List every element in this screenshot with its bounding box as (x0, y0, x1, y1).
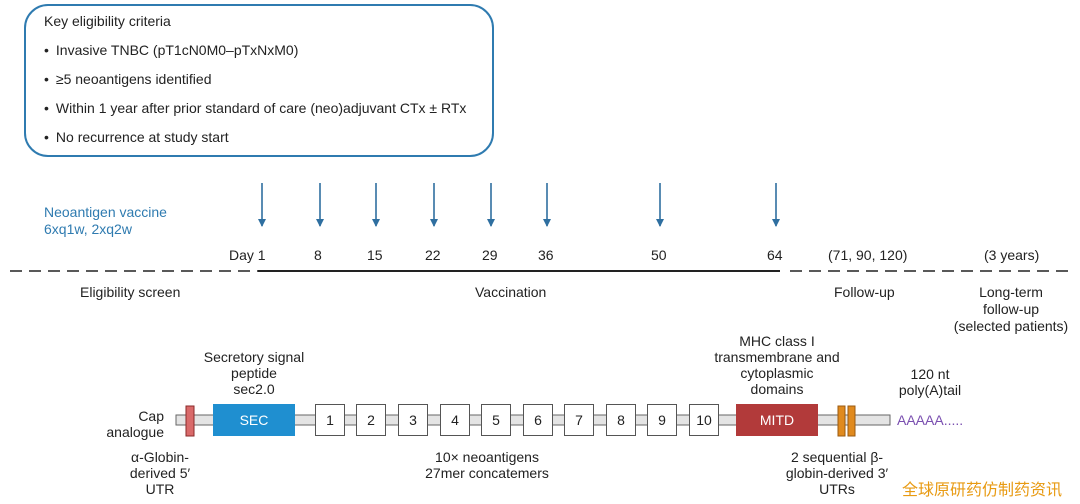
neoantigen-box: 7 (564, 404, 594, 436)
label-line: derived 5′ (129, 465, 191, 481)
polya-sequence: AAAAA..... (897, 412, 964, 428)
label-line: 2 sequential β- (790, 449, 884, 465)
phase-text-line: (selected patients) (953, 318, 1069, 334)
label-line: UTR (145, 481, 175, 497)
criteria-item: ≥5 neoantigens identified (44, 71, 212, 87)
neoantigen-box: 5 (481, 404, 511, 436)
secretory-signal-label: Secretory signal peptide sec2.0 (194, 349, 314, 397)
vaccine-schedule: 6xq1w, 2xq2w (44, 221, 132, 237)
longterm-period-label: (3 years) (984, 247, 1040, 263)
label-line: MHC class I (739, 333, 815, 349)
criteria-item: No recurrence at study start (44, 129, 229, 145)
label-line: UTRs (819, 481, 855, 497)
label-line: cytoplasmic (740, 365, 814, 381)
day-label: 36 (538, 247, 554, 263)
label-line: transmembrane and (714, 349, 840, 365)
polya-label: 120 nt poly(A)tail (888, 366, 972, 398)
neoantigen-box: 2 (356, 404, 386, 436)
watermark-text: 全球原研药仿制药资讯 (901, 482, 1062, 499)
label-line: domains (750, 381, 804, 397)
utr3-label: 2 sequential β- globin-derived 3′ UTRs (770, 449, 904, 497)
label-line: peptide (231, 365, 277, 381)
day-label: Day 1 (229, 247, 266, 263)
neoantigen-box: 4 (440, 404, 470, 436)
label-line: Secretory signal (203, 349, 305, 365)
label-line: sec2.0 (233, 381, 275, 397)
neoantigen-label: 10× neoantigens 27mer concatemers (407, 449, 567, 481)
mitd-box: MITD (736, 404, 818, 436)
label-line: 27mer concatemers (425, 465, 549, 481)
eligibility-criteria-box (24, 4, 494, 157)
criteria-item: Within 1 year after prior standard of ca… (44, 100, 466, 116)
utr3-bar (837, 405, 846, 437)
sec-box: SEC (213, 404, 295, 436)
phase-vaccination: Vaccination (475, 284, 547, 300)
dose-arrows (258, 183, 780, 227)
cap-analogue-label: Cap analogue (84, 408, 164, 440)
vaccine-label-line: Neoantigen vaccine (44, 204, 167, 220)
followup-days-label: (71, 90, 120) (828, 247, 908, 263)
cap-analogue-bar (185, 405, 195, 437)
phase-text-line: Long-term (979, 284, 1043, 300)
criteria-item: Invasive TNBC (pT1cN0M0–pTxNxM0) (44, 42, 298, 58)
phase-eligibility-screen: Eligibility screen (80, 284, 181, 300)
neoantigen-box: 10 (689, 404, 719, 436)
mitd-label: MHC class I transmembrane and cytoplasmi… (698, 333, 856, 397)
label-line: 120 nt (910, 366, 950, 382)
label-line: globin-derived 3′ (785, 465, 889, 481)
label-line: 10× neoantigens (435, 449, 539, 465)
label-line: Cap (138, 408, 164, 424)
vaccine-label: Neoantigen vaccine 6xq1w, 2xq2w (44, 204, 167, 238)
day-label: 64 (767, 247, 783, 263)
label-line: poly(A)tail (898, 382, 962, 398)
criteria-title: Key eligibility criteria (44, 13, 171, 29)
neoantigen-box: 6 (523, 404, 553, 436)
neoantigen-box: 3 (398, 404, 428, 436)
utr5-label: α-Globin- derived 5′ UTR (120, 449, 200, 497)
day-label: 15 (367, 247, 383, 263)
neoantigen-box: 9 (647, 404, 677, 436)
neoantigen-box: 8 (606, 404, 636, 436)
phase-text-line: follow-up (982, 301, 1040, 317)
day-label: 22 (425, 247, 441, 263)
day-label: 50 (651, 247, 667, 263)
day-label: 29 (482, 247, 498, 263)
label-line: α-Globin- (131, 449, 189, 465)
phase-long-term-follow-up: Long-term follow-up (selected patients) (948, 284, 1074, 335)
day-label: 8 (314, 247, 322, 263)
neoantigen-box: 1 (315, 404, 345, 436)
label-line: analogue (106, 424, 164, 440)
utr3-bar (847, 405, 856, 437)
phase-follow-up: Follow-up (834, 284, 895, 300)
